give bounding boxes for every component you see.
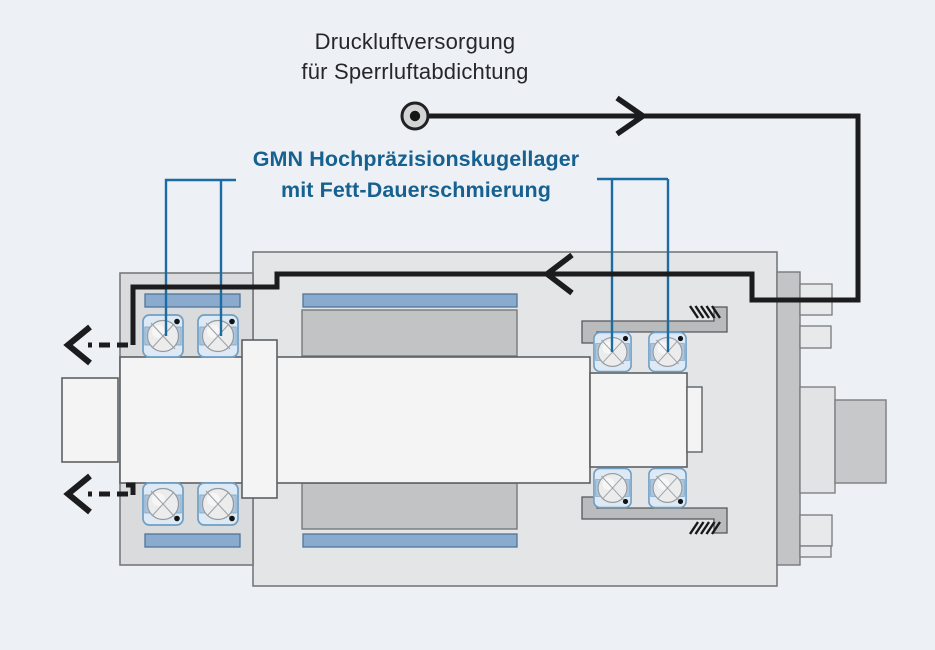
arrow-left-icon	[542, 252, 574, 296]
arrow-right-icon	[615, 95, 648, 137]
motor-stator	[301, 309, 518, 530]
stator-bottom	[301, 482, 518, 530]
sealing-air-line	[130, 95, 861, 345]
exit-hook-bottom	[126, 482, 136, 495]
rear-hub	[799, 386, 836, 494]
rear-connector-block-top-2	[799, 325, 832, 349]
sealing-air-exit-arrows	[63, 324, 136, 515]
spring-preload-symbol-bottom	[689, 521, 721, 535]
bearing-note-label: GMN Hochpräzisionskugellager mit Fett-Da…	[136, 144, 696, 206]
shaft-collar	[241, 339, 278, 499]
cooling-bar-front-top	[144, 293, 241, 308]
air-supply-label-line1: Druckluftversorgung	[314, 29, 516, 54]
leader-front-left	[164, 178, 236, 336]
bearing-icon	[593, 467, 632, 509]
cooling-bar-front-bottom	[144, 533, 241, 548]
cooling-bar-main-bottom	[302, 533, 518, 548]
bearing-icon	[648, 467, 687, 509]
cooling-bar-main-top	[302, 293, 518, 308]
arrow-left-icon	[63, 473, 92, 515]
bearing-note-label-line1: GMN Hochpräzisionskugellager	[252, 147, 580, 171]
rear-flange	[776, 271, 801, 566]
rear-bearing-cartridge	[581, 305, 728, 535]
shaft-front-section	[119, 356, 591, 484]
bearing-leader-lines	[164, 177, 670, 352]
rear-connector-block-bottom-2	[799, 545, 832, 558]
bearing-icon	[197, 482, 239, 526]
stator-top	[301, 309, 518, 357]
arrow-left-icon	[63, 324, 92, 366]
rear-flange-assembly	[776, 271, 887, 566]
connector-dot	[409, 110, 421, 122]
bearing-note-label-line2: mit Fett-Dauerschmierung	[281, 178, 551, 202]
rear-connector-block-bottom-1	[799, 514, 833, 547]
front-nose	[61, 377, 119, 463]
spring-preload-symbol-top	[689, 305, 721, 319]
spindle-shaft	[61, 339, 703, 499]
rear-end-cap	[834, 399, 887, 484]
cooling-bars	[144, 293, 518, 548]
air-line-path	[130, 113, 861, 345]
bearing-icon	[142, 482, 184, 526]
bearing-icon	[197, 314, 239, 358]
bearing-icon	[142, 314, 184, 358]
air-supply-label: Druckluftversorgung für Sperrluftabdicht…	[135, 27, 695, 87]
shaft-rear-section	[589, 372, 688, 468]
air-supply-label-line2: für Sperrluftabdichtung	[301, 59, 529, 84]
shaft-end-stub	[686, 386, 703, 453]
